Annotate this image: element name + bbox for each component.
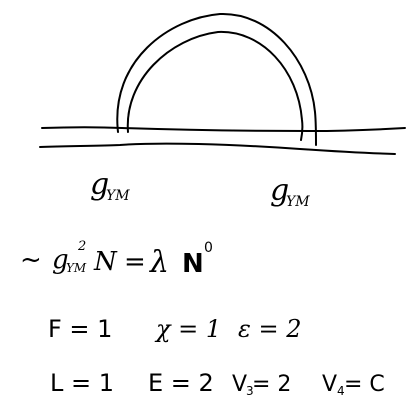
vertex-label-left-sub: YM [106, 188, 130, 204]
counts-row-2: L = 1 E = 2 V 3 = 2 V 4 = C [50, 369, 385, 398]
counts-row-1: F = 1 χ = 1 ε = 2 [48, 315, 302, 343]
loop-arch [116, 12, 317, 146]
scaling-lambda: λ [149, 245, 169, 280]
scaling-coupling: g [52, 245, 69, 275]
scaling-n-2: N [182, 249, 204, 279]
count-external: E = 2 [148, 369, 214, 397]
propagator-double-line [39, 126, 406, 155]
vertex-label-left-coupling: g [90, 167, 109, 202]
loop-arch-outer [116, 12, 317, 146]
count-v4-value: = C [344, 372, 385, 397]
scaling-equation: ~ g YM 2 N = λ N 0 [20, 239, 213, 280]
scaling-equals: = [124, 247, 146, 277]
count-faces: F = 1 [48, 315, 112, 343]
count-v4-symbol: V [322, 372, 337, 397]
scaling-coupling-exp: 2 [77, 239, 86, 254]
loop-arch-inner [126, 30, 304, 141]
scaling-n: N [93, 247, 118, 277]
vertex-label-right-coupling: g [270, 173, 289, 208]
count-euler: χ = 1 [154, 315, 221, 343]
vertex-label-right: g YM [270, 173, 310, 210]
propagator-upper-line [41, 126, 406, 133]
scaling-coupling-sub: YM [66, 261, 87, 275]
count-v3-sub: 3 [246, 384, 254, 398]
count-epsilon: ε = 2 [238, 315, 302, 343]
count-v3-value: = 2 [252, 372, 291, 397]
scaling-n-exp: 0 [204, 240, 213, 256]
count-v3-symbol: V [232, 372, 247, 397]
vertex-label-right-sub: YM [286, 194, 310, 210]
vertex-label-left: g YM [90, 167, 130, 204]
propagator-lower-line [39, 142, 396, 155]
scaling-tilde: ~ [20, 245, 42, 275]
count-loops: L = 1 [50, 369, 114, 397]
count-v4-sub: 4 [337, 384, 345, 398]
